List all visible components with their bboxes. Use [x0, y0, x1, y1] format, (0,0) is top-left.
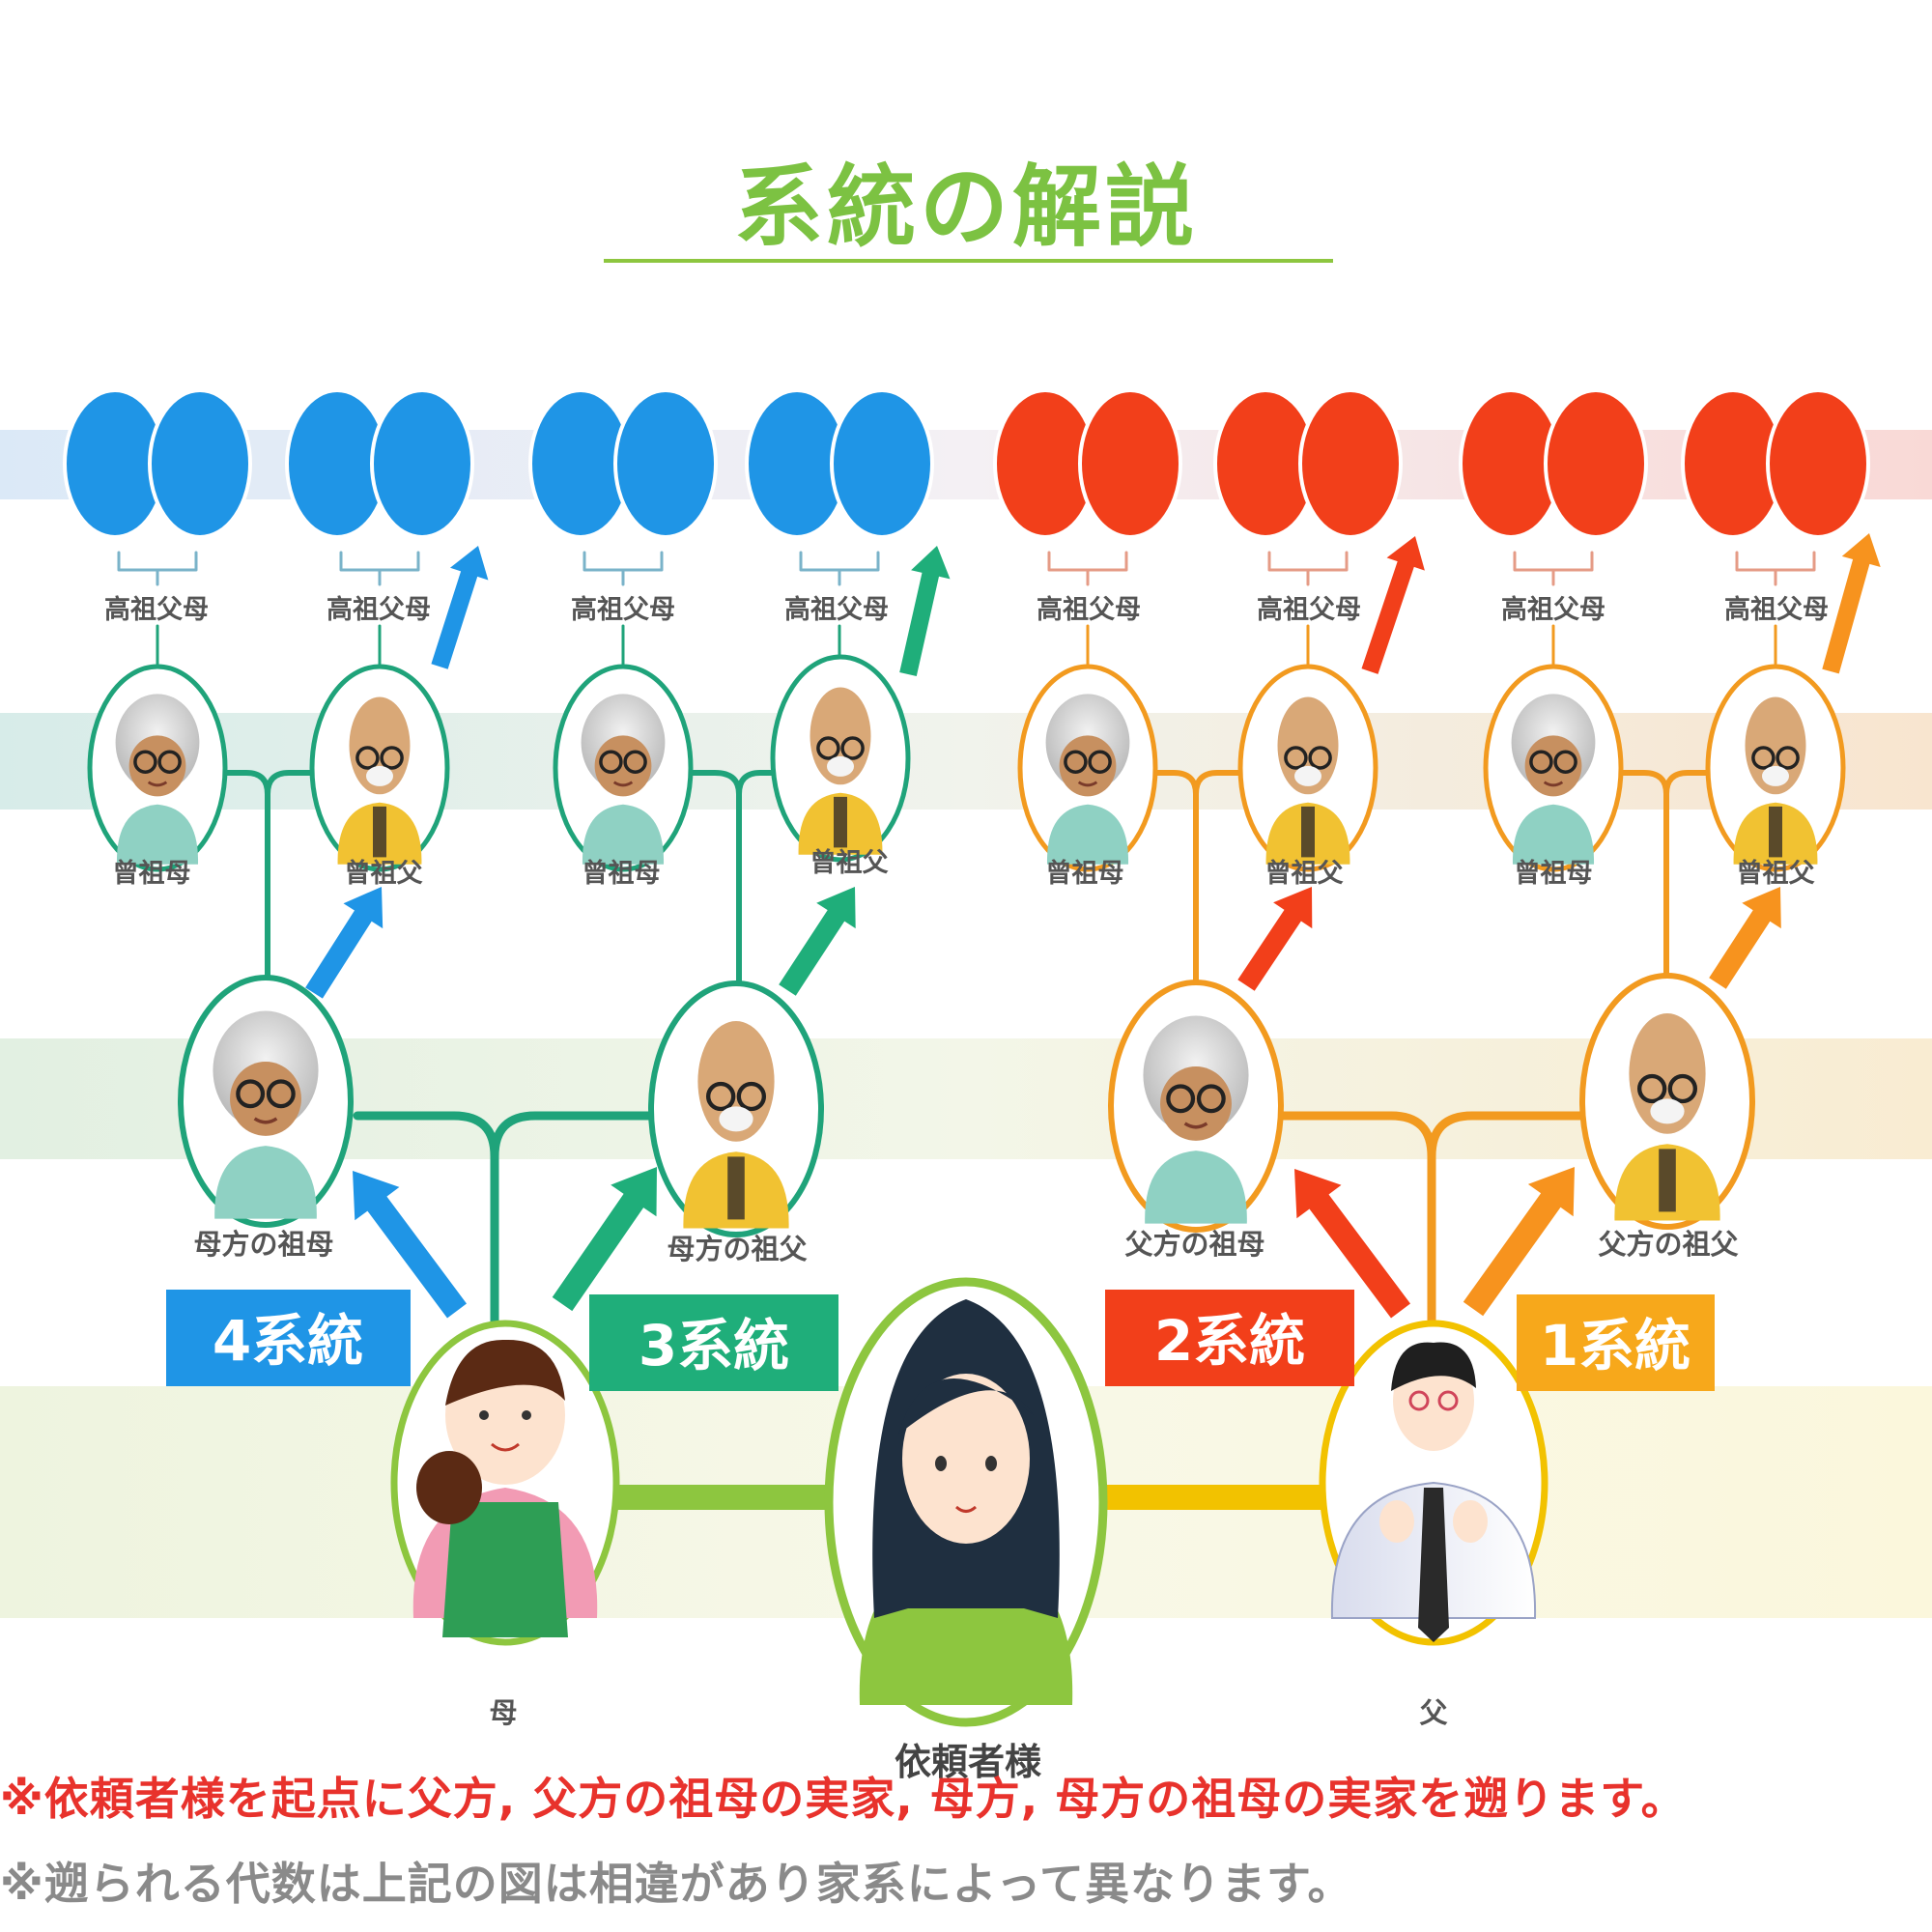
label-great-grandmother-4: 曾祖母: [1515, 858, 1593, 889]
label-great-grandfather-3: 曾祖父: [1265, 858, 1345, 889]
lineage-arrows: [305, 533, 1881, 1319]
arrow-line2-grandmother: [1294, 1169, 1410, 1319]
person-maternal-grandmother: [178, 975, 354, 1228]
maternal-tree-lines: [219, 770, 787, 1372]
label-great-great-7: 高祖父母: [1501, 594, 1605, 625]
label-great-grandfather-4: 曾祖父: [1737, 858, 1816, 889]
arrow-line4-great-grandfather: [305, 887, 384, 999]
arrow-line3-great-great: [899, 546, 951, 676]
badge-line2-label: 2系統: [1154, 1308, 1305, 1374]
person-great-grandfather-3: [1237, 664, 1378, 872]
generation-labels: 高祖父母 高祖父母 高祖父母 高祖父母 高祖父母 高祖父母 高祖父母 高祖父母 …: [104, 594, 1829, 1783]
label-great-great-4: 高祖父母: [784, 594, 889, 625]
label-great-grandmother-2: 曾祖母: [582, 858, 661, 889]
badge-line4-label: 4系統: [213, 1308, 363, 1374]
person-maternal-grandfather: [648, 980, 824, 1237]
label-great-grandmother-3: 曾祖母: [1046, 858, 1124, 889]
arrow-line2-great-great: [1361, 536, 1425, 674]
label-great-great-6: 高祖父母: [1257, 594, 1361, 625]
badge-line1-label: 1系統: [1540, 1313, 1690, 1378]
label-great-great-8: 高祖父母: [1724, 594, 1829, 625]
great-great-pair-3: [528, 388, 718, 539]
paternal-tree-lines: [1117, 770, 1711, 1372]
people: [87, 654, 1846, 1727]
person-great-grandfather-4: [1705, 664, 1846, 872]
great-great-pair-4: [745, 388, 934, 539]
arrow-line4-grandmother: [353, 1171, 467, 1319]
person-great-grandfather-1: [309, 664, 450, 872]
badge-line3-label: 3系統: [639, 1313, 789, 1378]
person-great-grandmother-3: [1017, 664, 1158, 872]
great-great-pair-1: [63, 388, 252, 539]
label-maternal-grandmother: 母方の祖母: [193, 1228, 333, 1261]
label-paternal-grandmother: 父方の祖母: [1124, 1228, 1264, 1261]
label-great-grandmother-1: 曾祖母: [113, 858, 191, 889]
label-great-great-1: 高祖父母: [104, 594, 209, 625]
person-great-grandfather-2: [770, 654, 911, 863]
badge-line1: 1系統: [1517, 1294, 1715, 1391]
label-paternal-grandfather: 父方の祖父: [1598, 1228, 1739, 1261]
person-mother: [390, 1320, 620, 1646]
footnote-red: ※依頼者様を起点に父方, 父方の祖母の実家, 母方, 母方の祖母の実家を遡ります…: [0, 1773, 1687, 1825]
person-paternal-grandfather: [1579, 973, 1755, 1230]
label-great-great-2: 高祖父母: [327, 594, 431, 625]
great-great-pair-8: [1681, 388, 1870, 539]
label-mother: 母: [489, 1696, 517, 1729]
band-gen3: [0, 713, 1932, 810]
person-great-grandmother-1: [87, 664, 228, 872]
great-great-pair-5: [993, 388, 1182, 539]
arrow-line3-great-grandfather: [779, 887, 856, 996]
tops-connectors: [117, 551, 1816, 678]
footnote-gray: ※遡られる代数は上記の図は相違があり家系によって異なります。: [0, 1858, 1353, 1910]
arrow-line1-great-great: [1822, 533, 1881, 674]
label-father: 父: [1419, 1696, 1448, 1729]
great-great-pair-7: [1459, 388, 1648, 539]
person-requester: [824, 1277, 1108, 1727]
title-underline: [604, 259, 1333, 263]
label-maternal-grandfather: 母方の祖父: [667, 1233, 808, 1265]
label-great-great-5: 高祖父母: [1037, 594, 1141, 625]
person-great-grandmother-4: [1483, 664, 1624, 872]
arrow-line1-grandfather: [1463, 1167, 1575, 1317]
label-great-great-3: 高祖父母: [571, 594, 675, 625]
person-father: [1319, 1320, 1548, 1646]
arrow-line2-great-grandfather: [1237, 887, 1313, 991]
great-great-grandparents: [63, 388, 1870, 539]
arrow-line4-great-great: [431, 546, 489, 669]
badge-line3: 3系統: [589, 1294, 838, 1391]
great-great-pair-6: [1213, 388, 1403, 539]
connectors: [117, 551, 1816, 1510]
arrow-line1-great-grandfather: [1709, 887, 1781, 989]
page-title: 系統の解説: [733, 156, 1198, 259]
person-paternal-grandmother: [1108, 980, 1284, 1233]
label-requester: 依頼者様: [895, 1741, 1042, 1783]
badge-line4: 4系統: [166, 1290, 411, 1386]
badge-line2: 2系統: [1105, 1290, 1354, 1386]
arrow-line3-grandfather: [552, 1167, 657, 1312]
label-great-grandfather-2: 曾祖父: [810, 847, 890, 878]
person-great-grandmother-2: [553, 664, 694, 872]
label-great-grandfather-1: 曾祖父: [345, 858, 424, 889]
great-great-pair-2: [285, 388, 474, 539]
